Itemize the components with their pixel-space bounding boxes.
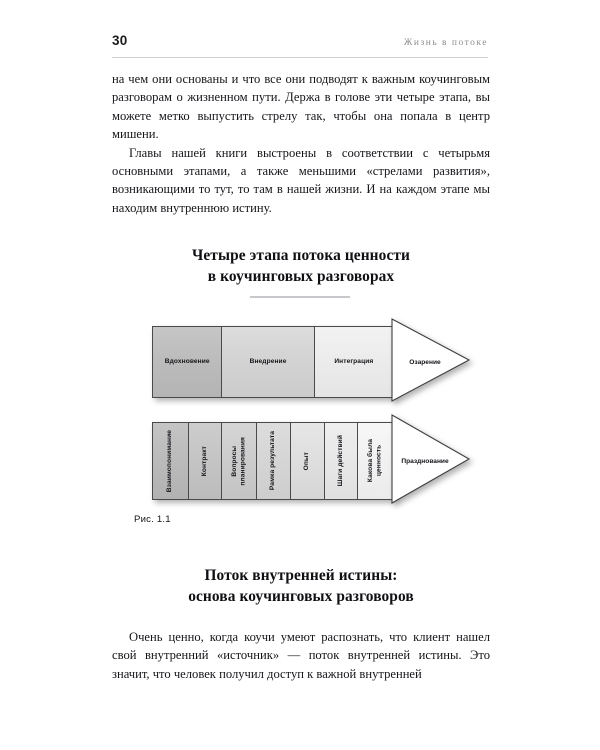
bottom-arrow-segment: Шаги действий bbox=[324, 423, 359, 499]
bottom-arrow-segment: Опыт bbox=[290, 423, 325, 499]
top-arrow-segment: Вдохновение bbox=[153, 327, 223, 397]
top-arrow: Вдохновение Внедрение Интеграция Озарени… bbox=[148, 318, 471, 402]
running-head-title: Жизнь в потоке bbox=[403, 38, 488, 48]
heading-divider-rule bbox=[250, 296, 350, 298]
figure-heading-two-line-1: Поток внутренней истины: bbox=[204, 567, 398, 584]
figure-heading-one-line-2: в коучинговых разговорах bbox=[207, 268, 395, 285]
paragraph-chapters: Главы нашей книги выстроены в соответств… bbox=[112, 145, 490, 215]
segment-label: Вдохновение bbox=[164, 357, 210, 365]
arrowhead-triangle-icon bbox=[391, 414, 471, 504]
figure-heading-one: Четыре этапа потока ценности в коучингов… bbox=[112, 245, 490, 287]
segment-label: Рамка результата bbox=[269, 431, 277, 491]
arrowhead-triangle-icon bbox=[391, 318, 471, 402]
bottom-arrow-segment: Контракт bbox=[188, 423, 223, 499]
figure-heading-two: Поток внутренней истины: основа коучинго… bbox=[112, 565, 490, 607]
bottom-arrow-segment: Вопросы планирования bbox=[222, 423, 258, 499]
segment-label: Контракт bbox=[200, 445, 208, 477]
body-text-top: на чем они основаны и что все они подвод… bbox=[112, 70, 490, 217]
bottom-arrow-head: Празднование bbox=[391, 414, 471, 504]
segment-label: Опыт bbox=[303, 451, 311, 471]
segment-label: Взаимопонимание bbox=[166, 429, 174, 493]
arrowhead-label: Празднование bbox=[401, 458, 449, 465]
running-head-rule bbox=[112, 57, 488, 58]
page-number: 30 bbox=[112, 33, 128, 48]
top-arrow-bar: Вдохновение Внедрение Интеграция bbox=[152, 326, 394, 398]
paragraph-continuation: на чем они основаны и что все они подвод… bbox=[112, 72, 490, 142]
segment-label: Интеграция bbox=[334, 357, 374, 365]
bottom-arrow-segment: Взаимопонимание bbox=[153, 423, 189, 499]
top-arrow-segment: Интеграция bbox=[314, 327, 393, 397]
bottom-arrow-segment: Рамка результата bbox=[257, 423, 291, 499]
bottom-arrow-bar: Взаимопонимание Контракт Вопросы планиро… bbox=[152, 422, 394, 500]
value-flow-diagram: Вдохновение Внедрение Интеграция Озарени… bbox=[148, 318, 471, 508]
segment-label: Внедрение bbox=[249, 357, 287, 365]
top-arrow-segment: Внедрение bbox=[222, 327, 315, 397]
bottom-arrow-segment: Какова была ценность bbox=[358, 423, 393, 499]
figure-heading-two-line-2: основа коучинговых разговоров bbox=[188, 588, 414, 605]
body-text-bottom: Очень ценно, когда коучи умеют распознат… bbox=[112, 628, 490, 683]
running-head: 30 Жизнь в потоке bbox=[112, 33, 488, 55]
figure-heading-one-line-1: Четыре этапа потока ценности bbox=[191, 247, 411, 264]
arrowhead-label: Озарение bbox=[409, 359, 441, 366]
paragraph-inner-truth: Очень ценно, когда коучи умеют распознат… bbox=[112, 630, 490, 681]
segment-label: Вопросы планирования bbox=[230, 436, 247, 486]
segment-label: Шаги действий bbox=[336, 435, 344, 487]
segment-label: Какова была ценность bbox=[367, 439, 383, 483]
bottom-arrow: Взаимопонимание Контракт Вопросы планиро… bbox=[148, 414, 471, 504]
top-arrow-head: Озарение bbox=[391, 318, 471, 402]
figure-caption: Рис. 1.1 bbox=[134, 514, 171, 525]
